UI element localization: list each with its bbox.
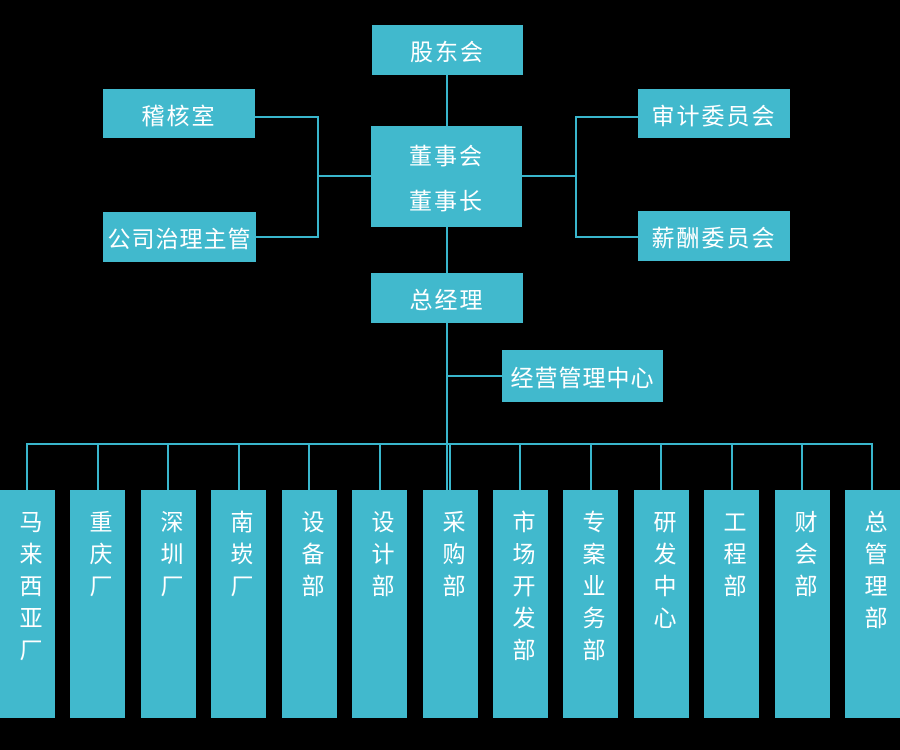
connector-drop [308,443,310,490]
connector-left-bracket [317,116,319,238]
connector-drop [801,443,803,490]
general-manager-box: 总经理 [371,273,523,323]
connector-shareholders-board [446,75,448,127]
dept-box-finance-accounting: 财会部 [775,490,830,718]
connector-drop [167,443,169,490]
connector-gm-down [446,323,448,490]
connector-drop [26,443,28,490]
connector-audit-office [255,116,319,118]
shareholders-box: 股东会 [372,25,523,75]
dept-box-general-management: 总管理部 [845,490,900,718]
management-center-box: 经营管理中心 [502,350,663,402]
connector-management-center [446,375,502,377]
dept-box-market-development: 市场开发部 [493,490,548,718]
dept-box-shenzhen-factory: 深圳厂 [141,490,196,718]
connector-drop [590,443,592,490]
dept-box-project-business: 专案业务部 [563,490,618,718]
connector-governance [255,236,319,238]
board-line1: 董事会 [409,144,484,170]
connector-compensation-committee [575,236,638,238]
dept-box-design: 设计部 [352,490,407,718]
connector-board-gm [446,227,448,274]
compensation-committee-box: 薪酬委员会 [638,211,790,261]
connector-drop [97,443,99,490]
connector-right-bracket [575,116,577,238]
dept-box-procurement: 采购部 [423,490,478,718]
audit-office-box: 稽核室 [103,89,255,138]
connector-audit-committee [575,116,638,118]
dept-box-engineering: 工程部 [704,490,759,718]
connector-drop [731,443,733,490]
connector-board-to-right [522,175,577,177]
dept-box-chongqing-factory: 重庆厂 [70,490,125,718]
board-box: 董事会 董事长 [371,126,522,227]
dept-box-malaysia-factory: 马来西亚厂 [0,490,55,718]
board-line2: 董事长 [409,189,484,215]
audit-committee-box: 审计委员会 [638,89,790,138]
connector-left-to-board [317,175,371,177]
connector-drop [238,443,240,490]
connector-drop [871,443,873,490]
governance-supervisor-box: 公司治理主管 [103,212,256,262]
dept-box-nankan-factory: 南崁厂 [211,490,266,718]
dept-box-rnd-center: 研发中心 [634,490,689,718]
connector-drop [519,443,521,490]
connector-drop [449,443,451,490]
connector-drop [660,443,662,490]
dept-box-equipment: 设备部 [282,490,337,718]
connector-drop [379,443,381,490]
